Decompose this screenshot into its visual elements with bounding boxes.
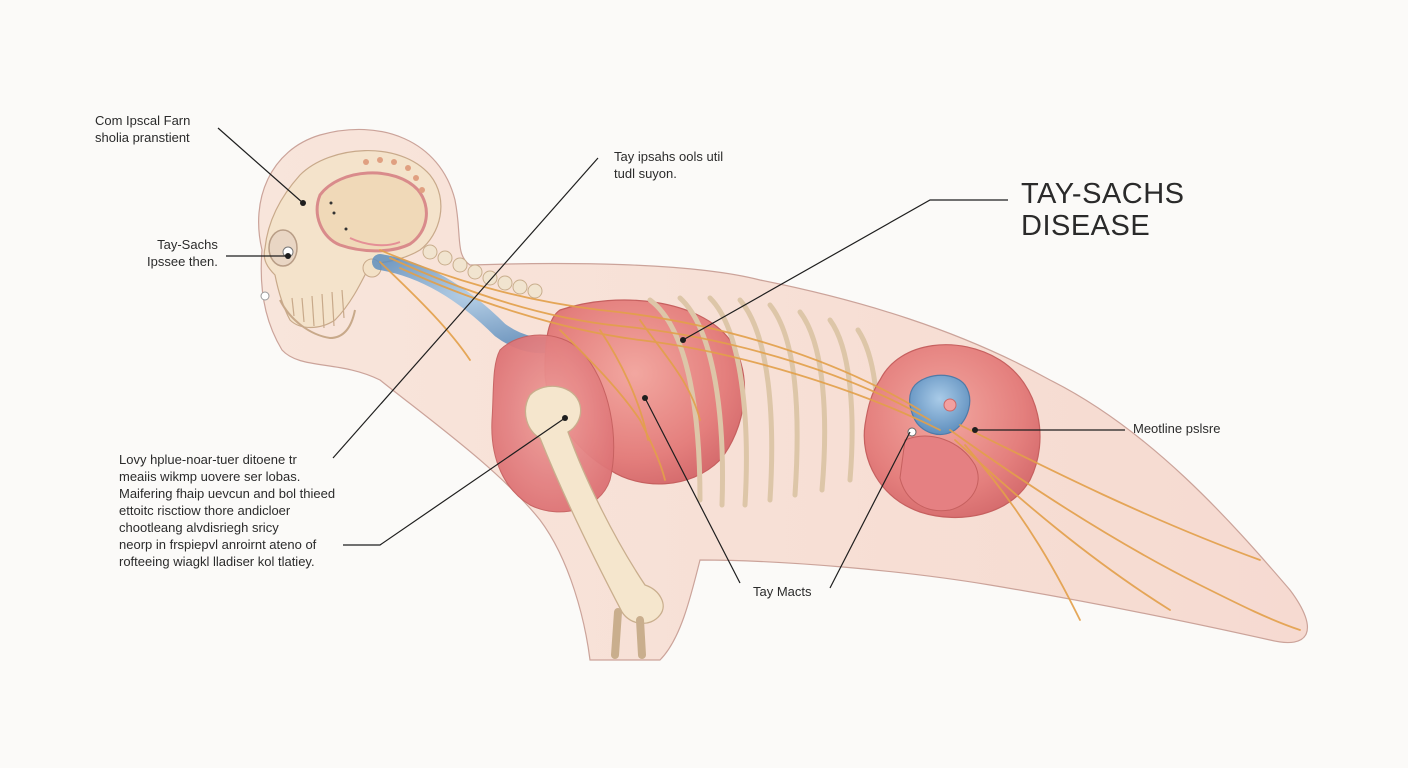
label-left-middle: Tay-Sachs Ipssee then.	[147, 237, 218, 269]
label-top-left: Com Ipscal Farn sholia pranstient	[95, 113, 191, 145]
nerve-fibres	[379, 249, 1301, 631]
label-top-center: Tay ipsahs ools util tudl suyon.	[614, 149, 724, 181]
rib-cage	[647, 295, 881, 508]
leader-endpoints	[285, 200, 978, 433]
jaw	[279, 299, 356, 340]
leader-title	[682, 199, 1008, 341]
brain	[315, 171, 428, 253]
leader-paragraph	[343, 417, 566, 546]
leader-top-left	[217, 127, 304, 204]
leader-bottom-right	[829, 431, 911, 589]
diagram-title: TAY-SACHS DISEASE	[1021, 178, 1185, 242]
blue-nodule	[909, 374, 971, 435]
humerus-bone	[524, 385, 664, 624]
label-left-paragraph: Lovy hplue-noar-tuer ditoene tr meaiis w…	[119, 452, 336, 569]
body-silhouette	[258, 128, 1308, 661]
skull-dots	[363, 157, 425, 193]
label-bottom-center: Tay Macts	[753, 584, 812, 599]
leader-bottom-left	[644, 397, 741, 584]
eye-socket	[268, 229, 298, 267]
vertebrae	[422, 244, 543, 299]
label-right-middle: Meotline pslsre	[1133, 421, 1221, 436]
leader-lines	[217, 127, 1125, 589]
leader-top-center	[332, 157, 599, 459]
